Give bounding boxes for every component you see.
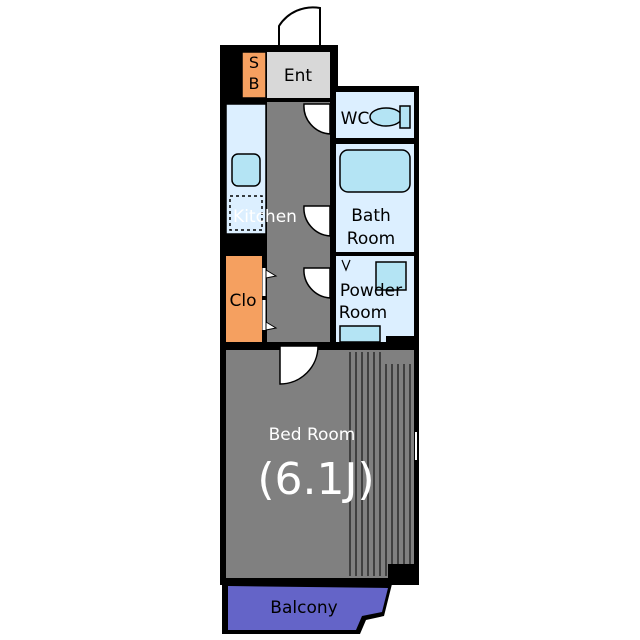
closet-door-marker-1 — [265, 269, 278, 279]
balcony-floor — [228, 586, 388, 630]
closet-door-marker-2 — [265, 321, 278, 331]
bathtub — [339, 149, 411, 193]
toilet-bowl — [369, 107, 403, 127]
bedroom-window-hatching — [349, 352, 411, 576]
balcony-label: Balcony — [270, 598, 337, 618]
kitchen-stove — [229, 195, 263, 231]
shoe-box-label-s: S — [249, 53, 259, 72]
entrance-label: Ent — [284, 66, 313, 86]
bedroom-top-wall — [226, 342, 414, 350]
wc-door-swing — [303, 103, 331, 135]
bedroom-door-swing — [279, 345, 319, 385]
powder-label-1: Powder — [340, 281, 402, 301]
entrance — [267, 52, 330, 98]
bath-label-2: Room — [347, 229, 395, 249]
closet — [226, 256, 262, 342]
bath-door-swing — [303, 205, 331, 237]
powder-door-swing — [303, 267, 331, 299]
powder-sink — [375, 261, 407, 291]
bedroom-size: (6.1J) — [257, 454, 374, 505]
bedroom-label: Bed Room — [269, 425, 356, 445]
powder-label-2: Room — [339, 303, 387, 323]
pillar-bottom-right — [388, 564, 416, 584]
powder-marker — [341, 259, 351, 272]
shoe-box — [241, 51, 267, 99]
closet-label: Clo — [230, 291, 257, 311]
shoe-box-label-b: B — [249, 74, 260, 93]
kitchen-divider — [226, 238, 266, 252]
kitchen-sink — [231, 153, 261, 187]
wc-label: WC — [341, 109, 370, 129]
washer-space — [339, 325, 381, 343]
bath-label-1: Bath — [351, 206, 391, 226]
kitchen-label: Kitchen — [233, 207, 297, 227]
entrance-door-swing — [278, 6, 321, 47]
toilet-tank — [399, 105, 411, 129]
bed-room — [226, 350, 414, 578]
